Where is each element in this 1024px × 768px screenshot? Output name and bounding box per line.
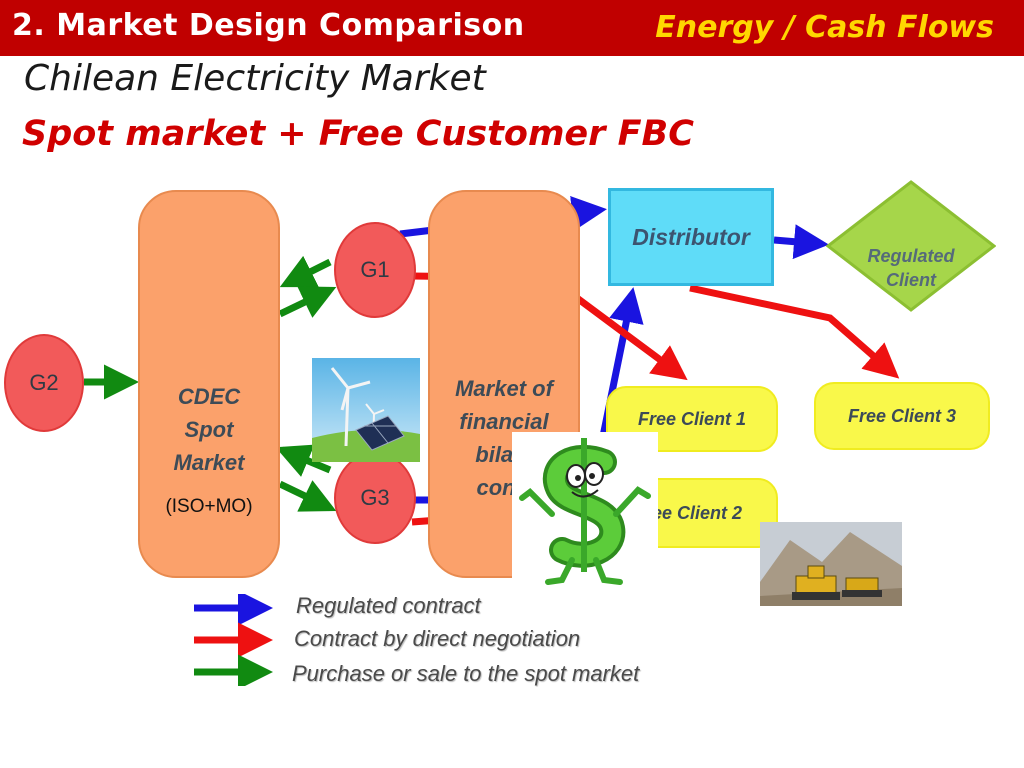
generator-g2: G2 (4, 334, 84, 432)
distributor-box: Distributor (608, 188, 774, 286)
slide-title: Chilean Electricity Market (24, 58, 486, 99)
regulated-label-line1: Regulated (867, 246, 955, 266)
section-topic: Energy / Cash Flows (655, 10, 994, 45)
financial-label-line2: financial (459, 409, 549, 434)
generator-g3: G3 (334, 452, 416, 544)
slide-subtitle: Spot market + Free Customer FBC (22, 114, 694, 154)
legend-spot-market: Purchase or sale to the spot market (292, 661, 640, 686)
cdec-label-line2: Spot (184, 417, 234, 442)
free-client-1: Free Client 1 (606, 386, 778, 452)
arrow-g1-to-spot (279, 255, 332, 288)
cdec-label-line1: CDEC (177, 384, 241, 409)
renewables-picture (312, 358, 420, 462)
free-client-2: ee Client 2 (634, 478, 778, 548)
arrow-spot-to-g1 (278, 286, 337, 318)
legend-regulated-contract: Regulated contract (296, 593, 481, 618)
dollar-mascot-picture (512, 432, 658, 588)
iso-mo-note: (ISO+MO) (165, 496, 253, 517)
financial-label-line1: Market of (455, 376, 553, 401)
regulated-client-label: Regulated Client (826, 244, 996, 292)
arrow-g3-to-spot (275, 444, 332, 477)
arrow-spot-to-g3 (278, 480, 337, 512)
free-client-3: Free Client 3 (814, 382, 990, 450)
regulated-label-line2: Client (885, 270, 936, 290)
arrow-distributor-to-regulated (773, 224, 829, 260)
cdec-spot-market-label: CDEC Spot Market (138, 380, 280, 479)
header-bar (0, 0, 1024, 56)
legend-arrows (194, 594, 273, 686)
cdec-spot-market (138, 190, 280, 578)
legend-direct-negotiation: Contract by direct negotiation (294, 626, 581, 651)
regulated-client-diamond (826, 180, 996, 312)
mining-bulldozer-picture (760, 522, 902, 614)
cdec-label-line3: Market (173, 450, 245, 475)
generator-g1: G1 (334, 222, 416, 318)
arrow-distributor-to-free-client-3 (689, 284, 900, 379)
section-title: 2. Market Design Comparison (12, 8, 525, 43)
